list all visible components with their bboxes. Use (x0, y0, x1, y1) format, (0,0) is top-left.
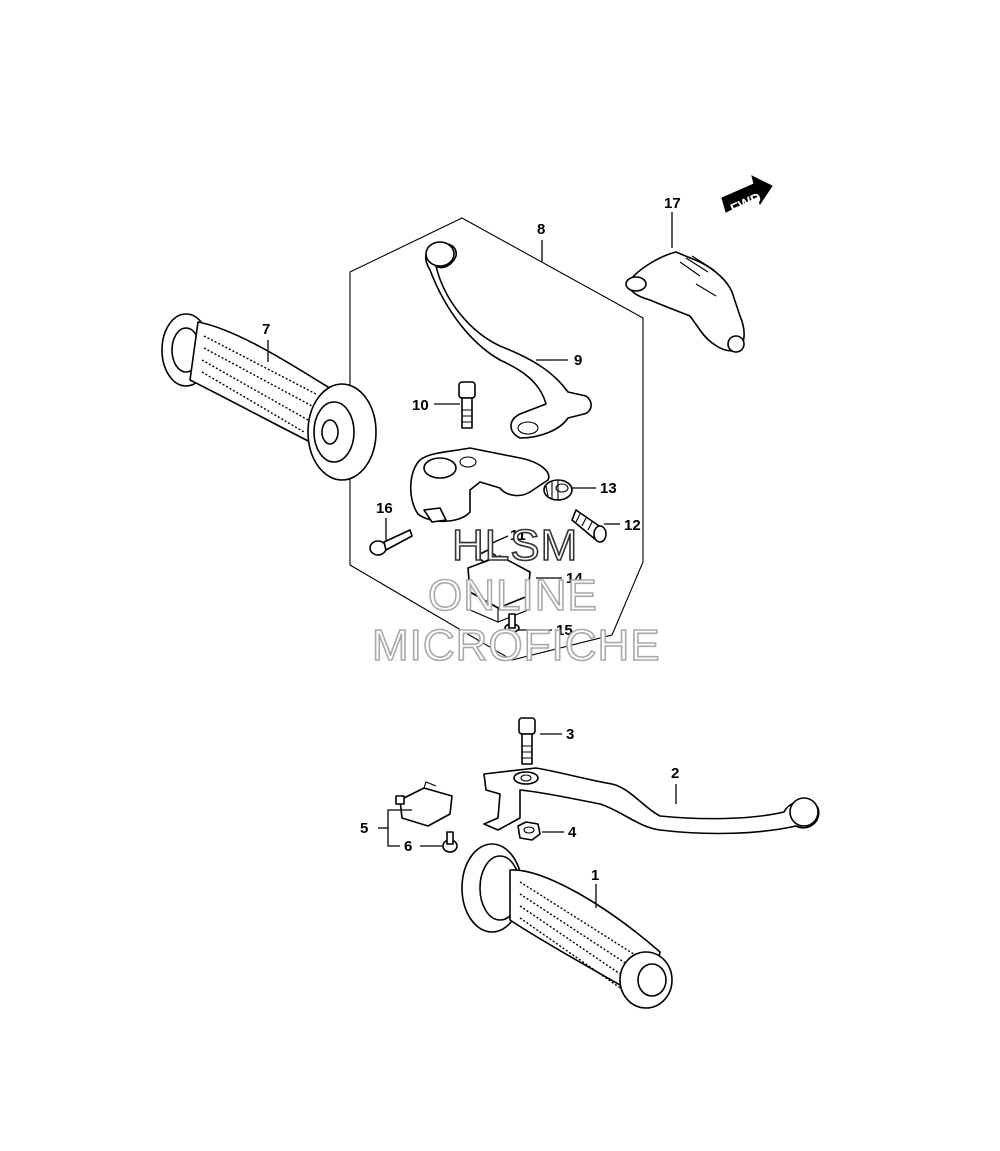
part-12-adjuster-bolt (571, 509, 607, 543)
part-7-left-grip (161, 313, 377, 481)
assembly-8-boundary (349, 217, 644, 661)
part-4-nut (517, 821, 541, 841)
callout-7: 7 (262, 321, 270, 338)
callout-labels: 7 8 9 10 13 12 16 11 14 15 17 3 2 4 1 5 … (262, 195, 681, 884)
part-13-adjuster-nut (543, 479, 573, 501)
part-3-pivot-bolt (518, 717, 536, 765)
part-15-screw (504, 613, 520, 633)
watermark: HLSM ONLINE MICROFICHE (371, 520, 661, 671)
part-1-right-grip (461, 843, 673, 1009)
callout-16: 16 (376, 500, 393, 517)
watermark-line-3: MICROFICHE (372, 621, 661, 670)
part-2-brake-lever (483, 767, 820, 835)
callout-1: 1 (591, 867, 599, 884)
callout-14: 14 (566, 570, 583, 587)
part-14-switch (467, 549, 531, 623)
watermark-line-2: ONLINE (428, 571, 598, 620)
part-8-bracket (409, 447, 550, 523)
callout-4: 4 (568, 824, 577, 841)
callout-2: 2 (671, 765, 679, 782)
part-10-pivot-bolt (458, 381, 476, 429)
callout-12: 12 (624, 517, 641, 534)
watermark-line-1: HLSM (452, 521, 578, 570)
callout-6: 6 (404, 838, 412, 855)
part-5-brake-switch (395, 781, 453, 827)
callout-10: 10 (412, 397, 429, 414)
callout-11: 11 (510, 527, 526, 544)
callout-17: 17 (664, 195, 681, 212)
callout-3: 3 (566, 726, 574, 743)
part-17-boot (625, 251, 745, 353)
callout-8: 8 (537, 221, 545, 238)
callout-15: 15 (556, 622, 573, 639)
fwd-direction-arrow: FWD (721, 175, 773, 217)
part-6-screw (442, 831, 458, 853)
callout-9: 9 (574, 352, 582, 369)
callout-5: 5 (360, 820, 368, 837)
callout-13: 13 (600, 480, 617, 497)
part-9-lever (424, 241, 592, 439)
part-16-screw (369, 529, 413, 556)
leader-lines (267, 212, 677, 908)
